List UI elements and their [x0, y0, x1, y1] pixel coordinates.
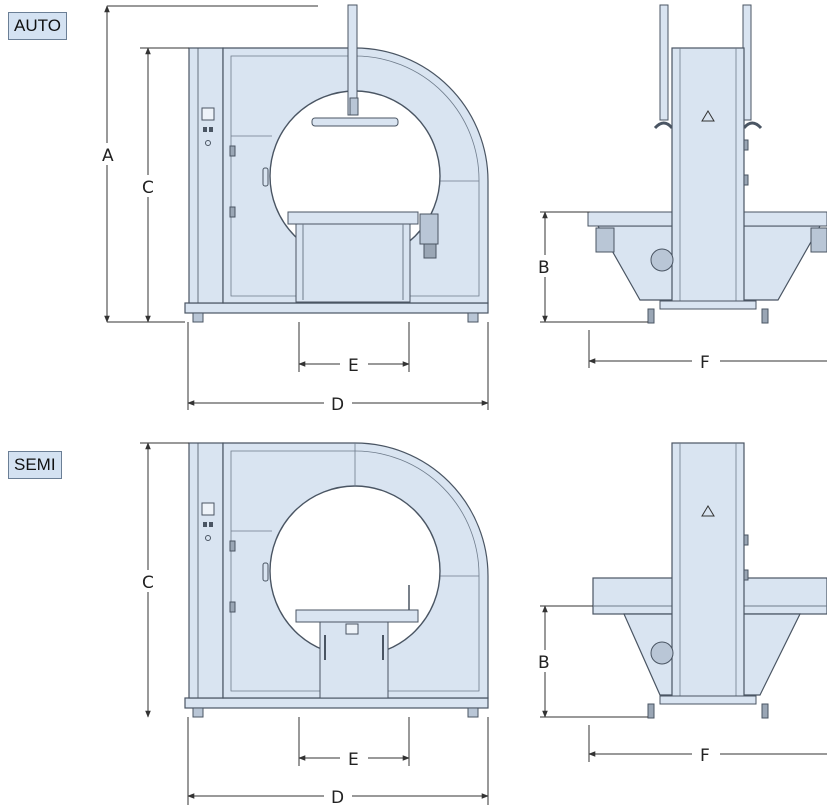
variant-badge-auto: AUTO [8, 12, 67, 40]
dim-label-e: E [348, 356, 359, 376]
semi-front-view [184, 442, 489, 718]
dim-label-e-semi: E [348, 750, 359, 770]
semi-side-view [592, 442, 827, 719]
dim-label-c: C [142, 178, 154, 198]
dim-label-d-semi: D [331, 788, 344, 805]
variant-badge-semi: SEMI [8, 451, 62, 479]
auto-side-view [587, 4, 827, 324]
dim-label-f-semi: F [700, 746, 710, 766]
dim-label-f: F [700, 353, 710, 373]
dim-label-b: B [538, 258, 550, 278]
dim-label-c-semi: C [142, 573, 154, 593]
dim-label-b-semi: B [538, 653, 550, 673]
dim-label-d: D [331, 395, 344, 415]
dim-label-a: A [102, 146, 114, 166]
auto-front-view [184, 4, 489, 323]
